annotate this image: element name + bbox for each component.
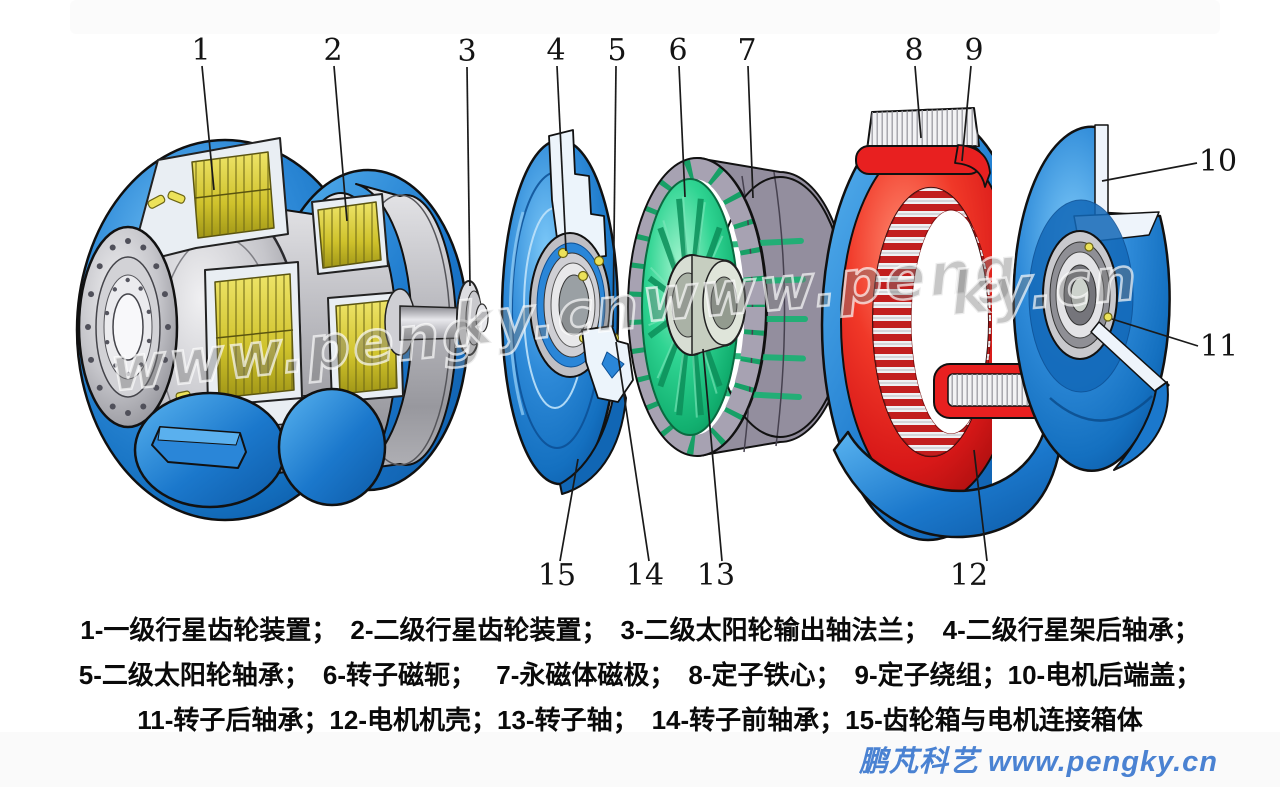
sun1-teeth [215,274,294,398]
top-strip [70,0,1220,34]
sun1-midline [215,329,294,339]
gearbox-motor-adapter-disc [500,129,634,495]
gear2-teeth [318,202,381,268]
callout-number-11: 11 [1200,329,1238,364]
callout-number-15: 15 [538,558,576,593]
callout-number-13: 13 [697,558,735,593]
second-stage-drum [355,183,458,471]
leader-line-11 [1111,318,1199,347]
leader-line-1 [201,65,215,191]
shaft-stub [475,303,489,333]
leader-line-8 [914,65,922,139]
bearing-bore [558,274,590,336]
gearbox-assembly [75,137,470,522]
leader-line-13 [702,348,723,562]
callout-number-1: 1 [191,33,210,68]
winding-cap-hook [954,144,991,188]
callout-number-5: 5 [607,33,626,68]
disc-top-cutaway [548,129,607,262]
shaft-body [399,305,464,341]
leader-line-5 [612,65,617,328]
cover-rim-crescent [1113,381,1169,471]
leader-line-14 [615,341,650,562]
stator-assembly [820,107,1062,542]
pengky-logo: 鹏芃科艺 www.pengky.cn [858,746,1218,778]
caption-line-1: 1-一级行星齿轮装置； 2-二级行星齿轮装置； 3-二级太阳轮输出轴法兰； 4-… [80,615,1200,645]
callout-number-7: 7 [737,33,756,68]
permanent-magnet-ring [628,158,766,456]
caption-line-3: 11-转子后轴承；12-电机机壳；13-转子轴； 14-转子前轴承；15-齿轮箱… [137,705,1143,735]
callout-number-9: 9 [964,33,983,68]
callout-number-6: 6 [668,33,687,68]
leader-line-3 [466,66,471,287]
leader-line-7 [747,65,754,199]
caption-line-2: 5-二级太阳轮轴承； 6-转子磁轭； 7-永磁体磁极； 8-定子铁心； 9-定子… [78,660,1202,690]
leader-line-4 [556,65,567,252]
top-lamination-stripes [867,108,979,150]
rotor-assembly [627,157,850,457]
leader-line-15 [559,458,579,562]
bottom-lamination-stripes [948,374,1038,406]
leader-line-9 [961,65,972,162]
foot-top-face [157,426,241,446]
output-shaft-flange [384,280,489,356]
sun2-teeth [336,300,397,394]
magnet-seam2 [773,171,786,447]
callout-number-10: 10 [1199,144,1237,179]
cover-curve-line [1049,395,1153,422]
callout-number-8: 8 [904,33,923,68]
leader-line-12 [973,449,988,562]
motor-end-cover [1012,124,1171,472]
gear1-midline [194,188,272,199]
housing-bottom-lobe-2 [277,387,387,507]
bottom-strip [0,732,1280,787]
shaft-end-bore [710,276,738,330]
callout-number-4: 4 [546,33,565,68]
disc-highlight [508,211,525,416]
flange-bolt-holes [85,238,171,416]
gear1-teeth [192,152,274,238]
rear-bearing-balls [1084,242,1113,322]
flange-bore [112,293,144,361]
stator-slots [872,187,991,457]
leader-line-2 [333,65,348,222]
callout-number-12: 12 [950,558,988,593]
callout-number-3: 3 [457,34,476,69]
rear-bearing-bore [1070,277,1090,313]
leader-line-6 [678,65,686,198]
callout-number-2: 2 [323,33,342,68]
magnet-ring-outline [627,157,767,457]
leader-line-10 [1101,162,1198,182]
callout-number-14: 14 [626,558,664,593]
